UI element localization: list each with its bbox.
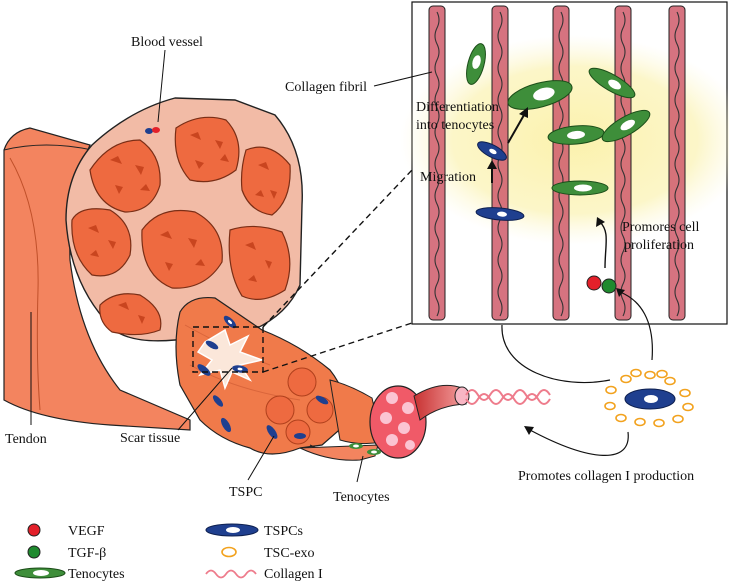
proliferation-arrow	[596, 217, 607, 269]
collagen-fibril	[491, 5, 509, 321]
blood-vessel-label: Blood vessel	[131, 35, 203, 50]
migration-label: Migration	[420, 170, 476, 185]
tenocyte-dots	[349, 443, 381, 455]
tspc-cells-tendon	[197, 315, 278, 439]
tenocytes-label: Tenocytes	[333, 490, 390, 505]
tspc-label: TSPC	[229, 485, 262, 500]
collagen-fibril-label: Collagen fibril	[285, 80, 367, 95]
tenocyte-cells	[466, 43, 651, 196]
collagen-fibril	[428, 5, 446, 321]
exo-to-collagen-arrow	[524, 426, 629, 456]
tendon	[3, 97, 551, 461]
tspc-center	[624, 388, 676, 410]
tgf-beta-molecule	[601, 278, 617, 294]
fascicle	[141, 209, 223, 289]
tenocyte-cell	[551, 180, 609, 196]
legend-vegf-swatch	[27, 523, 41, 537]
tenocyte-cell	[507, 80, 573, 110]
collagen-fibril	[614, 5, 632, 321]
tspc-cell	[477, 141, 507, 161]
tspc-pointer	[247, 435, 275, 481]
collagen-fibril	[668, 5, 686, 321]
differentiation-label-2: into tenocytes	[416, 118, 494, 133]
blood-vessel-pointer	[157, 49, 166, 123]
legend-tenocyte-swatch	[14, 567, 66, 579]
exosome-ring	[604, 368, 694, 428]
legend-tspcs-label: TSPCs	[264, 524, 303, 539]
legend-tenocytes-label: Tenocytes	[68, 567, 125, 582]
tspc-cells-inset	[475, 141, 525, 221]
fascicle	[228, 225, 291, 300]
promotes-collagen-label: Promotes collagen I production	[518, 469, 694, 484]
exo-to-inset-arrow	[501, 324, 611, 384]
fascicle	[89, 139, 161, 213]
migration-arrow	[487, 160, 497, 183]
tenocyte-cell	[588, 67, 636, 99]
inset-panel: Differentiation into tenocytes Migration…	[400, 1, 729, 325]
fascicle	[71, 208, 132, 277]
collagen-fibril-pointer	[373, 71, 433, 87]
proliferation-label-2: proliferation	[624, 238, 694, 253]
tspc-cells-fascicle	[294, 395, 329, 439]
legend-tgf-swatch	[27, 545, 41, 559]
legend-tspc-swatch	[205, 523, 259, 537]
vegf-molecule	[586, 275, 602, 291]
tenocyte-cell	[601, 109, 651, 143]
legend-vegf-label: VEGF	[68, 524, 105, 539]
collagen-fibril	[552, 5, 570, 321]
collagen-i-strand	[465, 393, 551, 405]
zoom-line-top	[262, 169, 413, 328]
exo-to-proliferation-arrow	[616, 288, 653, 361]
differentiation-label: Differentiation	[416, 100, 499, 115]
proliferation-label: Promores cell	[622, 220, 699, 235]
legend: VEGF TGF-β Tenocytes TSPCs TSC-exo Colla…	[14, 523, 323, 582]
legend-exo-label: TSC-exo	[264, 546, 315, 561]
tenocytes-pointer	[356, 455, 364, 483]
fascicle	[99, 293, 162, 336]
scar-tissue-label: Scar tissue	[120, 431, 180, 446]
differentiation-arrow	[507, 107, 528, 144]
blood-vessel	[145, 127, 160, 134]
tenocyte-cell	[466, 43, 486, 85]
fascicles	[71, 116, 291, 336]
tspc-cell	[475, 207, 525, 221]
fascicle	[174, 116, 240, 183]
tenocyte-fascicle	[369, 385, 427, 459]
scar-tissue-pointer	[177, 367, 233, 431]
legend-collagen-label: Collagen I	[264, 567, 323, 582]
legend-tgf-label: TGF-β	[68, 546, 106, 561]
tendon-sheath	[3, 127, 191, 431]
tendon-label: Tendon	[5, 432, 47, 447]
legend-collagen-swatch	[205, 569, 257, 579]
legend-exo-swatch	[221, 546, 237, 558]
tsc-exosome-cluster	[604, 368, 694, 428]
zoom-line-bottom	[262, 322, 413, 373]
fascicle	[240, 146, 291, 216]
